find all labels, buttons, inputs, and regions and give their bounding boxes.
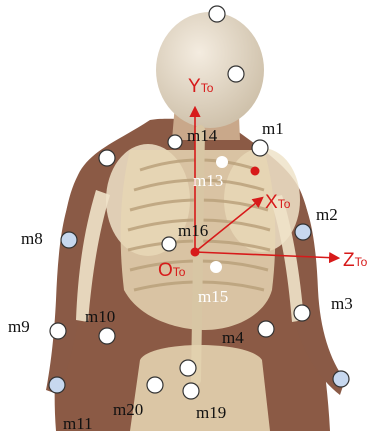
marker-m20 xyxy=(147,377,163,393)
label-m9: m9 xyxy=(8,317,30,336)
marker-head-right xyxy=(228,66,244,82)
marker-m11 xyxy=(49,377,65,393)
marker-m9 xyxy=(50,323,66,339)
marker-m14 xyxy=(168,135,182,149)
label-m20: m20 xyxy=(113,400,143,419)
head xyxy=(156,12,264,128)
marker-m8 xyxy=(61,232,77,248)
marker-m13 xyxy=(216,156,228,168)
label-m4: m4 xyxy=(222,328,244,347)
label-m15: m15 xyxy=(198,287,228,306)
marker-right-wrist xyxy=(333,371,349,387)
marker-head-top xyxy=(209,6,225,22)
z-axis-label: ZTo xyxy=(343,250,368,271)
label-m8: m8 xyxy=(21,229,43,248)
marker-m3 xyxy=(294,305,310,321)
marker-m15 xyxy=(210,261,222,273)
label-m14: m14 xyxy=(187,126,218,145)
marker-m2 xyxy=(295,224,311,240)
marker-m19 xyxy=(183,383,199,399)
label-m16: m16 xyxy=(178,221,208,240)
label-m13: m13 xyxy=(193,171,223,190)
marker-left-shoulder xyxy=(99,150,115,166)
label-m3: m3 xyxy=(331,294,353,313)
marker-m16 xyxy=(162,237,176,251)
marker-lower-mid xyxy=(180,360,196,376)
secondary-point xyxy=(251,167,260,176)
label-m10: m10 xyxy=(85,307,115,326)
label-m11: m11 xyxy=(63,414,93,431)
marker-m4 xyxy=(258,321,274,337)
marker-m10 xyxy=(99,328,115,344)
marker-m1 xyxy=(252,140,268,156)
label-m19: m19 xyxy=(196,403,226,422)
label-m1: m1 xyxy=(262,119,284,138)
origin-point xyxy=(191,248,200,257)
label-m2: m2 xyxy=(316,205,338,224)
